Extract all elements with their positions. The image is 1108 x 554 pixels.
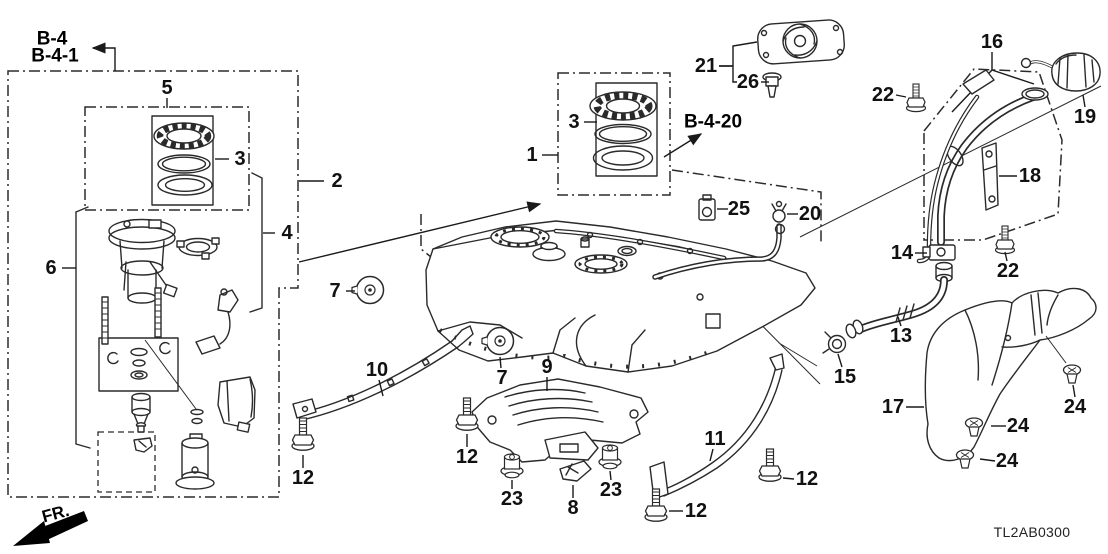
callout-7-25: 7 [496, 367, 507, 389]
filler-pipe-drawing [916, 69, 1049, 283]
callout-12-34: 12 [685, 500, 707, 522]
ref-label-b41: B-4-1 [31, 46, 79, 67]
callout-10-24: 10 [366, 359, 388, 381]
callout-22-10: 22 [872, 84, 894, 106]
b4-reference-arrow [91, 42, 116, 71]
callout-24-22: 24 [1007, 415, 1030, 437]
left-assembly-zone-box [7, 70, 299, 498]
fuel-tank-drawing [425, 220, 816, 373]
callout-9-26: 9 [541, 356, 552, 378]
callout-18-13: 18 [1019, 165, 1041, 187]
callout-leader-7 [499, 356, 502, 369]
left-retainer-ring-set-drawing [153, 122, 215, 196]
access-cover-drawing [719, 19, 845, 98]
callout-6-4: 6 [45, 257, 56, 279]
callout-24-23: 24 [996, 450, 1019, 472]
callout-8-30: 8 [567, 497, 578, 519]
callout-leader-12 [782, 477, 795, 480]
clip-drawing [1062, 364, 1082, 384]
pipe-cover-drawing [924, 287, 1097, 462]
callout-16-11: 16 [981, 31, 1003, 53]
pump-small-hardware-drawing [107, 339, 256, 490]
fuel-cap-drawing [1020, 52, 1101, 92]
callout-14-16: 14 [891, 242, 914, 264]
callout-11-32: 11 [704, 428, 725, 450]
callout-23-31: 23 [600, 479, 622, 501]
callout-leader-11 [709, 448, 714, 462]
vent-hose-drawing [652, 194, 787, 280]
ref-label-b420: B-4-20 [684, 112, 742, 133]
callout-21-8: 21 [695, 55, 717, 77]
callout-12-28: 12 [456, 446, 478, 468]
callout-5-0: 5 [161, 77, 172, 99]
install-direction-arrow [298, 201, 542, 263]
callout-4-3: 4 [281, 222, 293, 244]
grommet-drawing [351, 275, 385, 305]
diagram-code: TL2AB0300 [994, 524, 1071, 540]
callout-leader-22 [1004, 251, 1008, 262]
bolt-drawing [758, 448, 782, 482]
callout-13-18: 13 [890, 325, 912, 347]
callout-leader-24 [1072, 384, 1076, 398]
callout-25-14: 25 [728, 198, 750, 220]
callout-7-5: 7 [329, 280, 340, 302]
front-direction-arrow [13, 511, 88, 546]
callout-1-6: 1 [526, 144, 537, 166]
hose-clamp-drawing [827, 334, 847, 354]
clip-drawing [955, 449, 975, 469]
bolt-drawing [905, 83, 927, 113]
fuel-pump-module-drawing [101, 218, 239, 355]
callout-leader-19 [1082, 94, 1086, 108]
callout-23-29: 23 [501, 488, 523, 510]
callout-26-9: 26 [737, 71, 759, 93]
clip-8-drawing [559, 460, 592, 482]
callout-leader-10 [378, 379, 384, 397]
callout-leader-13 [897, 316, 902, 327]
center-retainer-ring-set-drawing [557, 72, 671, 196]
nut-drawing [500, 453, 524, 479]
callout-leader-22 [895, 94, 907, 98]
callout-19-12: 19 [1074, 106, 1096, 128]
callout-22-17: 22 [997, 260, 1019, 282]
callout-leader-24 [979, 458, 996, 462]
callout-24-21: 24 [1064, 396, 1087, 418]
tank-strap-front-drawing [292, 325, 474, 421]
filler-hose-drawing [822, 276, 948, 354]
callout-3-1: 3 [234, 148, 245, 170]
callout-leader-23 [609, 470, 612, 481]
callout-12-33: 12 [796, 468, 818, 490]
callout-2-2: 2 [331, 170, 342, 192]
callout-20-15: 20 [799, 203, 821, 225]
nut-drawing [598, 444, 622, 470]
callout-leader-15 [837, 353, 843, 368]
bolt-drawing [291, 417, 315, 451]
callout-3-7: 3 [568, 111, 579, 133]
callout-12-27: 12 [292, 467, 314, 489]
reference-labels-layer: B-4B-4-1B-4-20 [31, 29, 742, 133]
heat-shield-drawing [471, 378, 649, 463]
callout-15-19: 15 [834, 366, 856, 388]
ref-label-b4: B-4 [37, 29, 68, 50]
callout-17-20: 17 [882, 396, 904, 418]
